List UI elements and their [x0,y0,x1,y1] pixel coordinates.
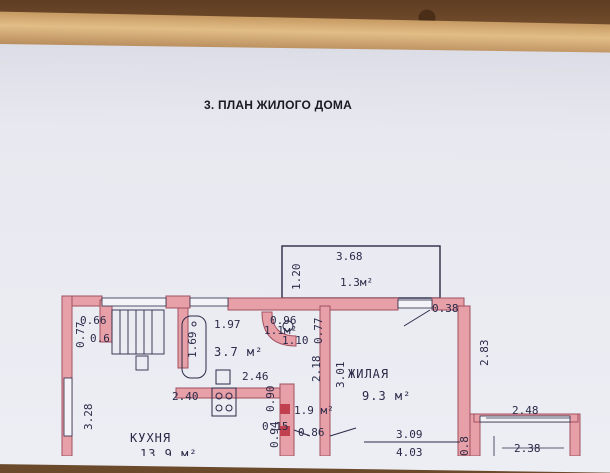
living-bottom: 3.09 [396,428,423,441]
bath-area: 3.7 м² [214,345,263,359]
porch-bottom: 4.03 [396,446,423,456]
floor-plan: 3.68 1.3м² 1.20 0.38 2.83 ЖИЛАЯ 9.3 м² 3… [61,245,581,456]
corridor-area: 1.9 м² [294,404,334,417]
bath-width: 1.97 [214,318,241,331]
kitchen-area: 13.9 м² [140,447,198,456]
wall-left [61,295,73,456]
balcony-area: 1.3м² [340,276,373,289]
toilet-wall [261,311,297,347]
page-title: 3. ПЛАН ЖИЛОГО ДОМА [204,98,352,112]
living-width: 3.01 [334,362,347,389]
corridor-dim-b: 0.90 [264,386,277,413]
boiler [280,404,290,436]
stairs-dim-a: 0.66 [80,314,107,327]
window-left [63,377,73,437]
corridor-dim-a: 0.86 [298,426,325,439]
kitchen-label: КУХНЯ [130,431,171,445]
wc-dim-b: 1.10 [282,334,309,347]
window-top-left [101,297,167,307]
window-top-right [397,299,433,309]
wc-area: 1.1м² [264,324,297,337]
bathtub [181,315,207,379]
porch-side: 0.8 [458,436,471,456]
bath-depth: 1.69 [186,332,199,359]
corridor-depth: 2.40 [172,390,199,403]
wall-living-right [457,305,471,456]
stairs-dim-c: 0.77 [74,322,87,349]
porch-width: 2.48 [512,404,539,417]
stairs-dim-b: 0.6 [90,332,110,345]
window-porch [479,415,571,423]
balcony-depth: 1.20 [290,264,303,291]
stairs [111,309,165,371]
wc-dim-c: 0.77 [312,318,325,345]
living-side: 2.83 [478,340,491,367]
balcony-width: 3.68 [336,250,363,263]
window-top-mid [189,297,229,307]
kitchen-side: 3.28 [82,404,95,431]
corridor-dim-d: 0.15 [262,420,289,433]
living-label: ЖИЛАЯ [348,367,389,381]
sink [215,369,231,385]
porch-inner: 2.38 [514,442,541,455]
living-depth: 2.18 [310,356,323,383]
wall-top-right [227,297,399,311]
wall-corridor-right [279,383,295,456]
corridor-dim-c: 0.94 [268,421,281,448]
wc-dim-a: 0.96 [270,314,297,327]
doors [293,309,460,443]
wall-partition [319,305,331,456]
porch-right-dim: 0.38 [432,302,459,315]
wall-top-mid [165,295,191,309]
dimension-lines [486,417,570,456]
toilet [282,320,294,332]
stove [211,387,237,417]
living-area: 9.3 м² [362,389,411,403]
corridor-width: 2.46 [242,370,269,383]
wall-bath-left [177,307,189,369]
